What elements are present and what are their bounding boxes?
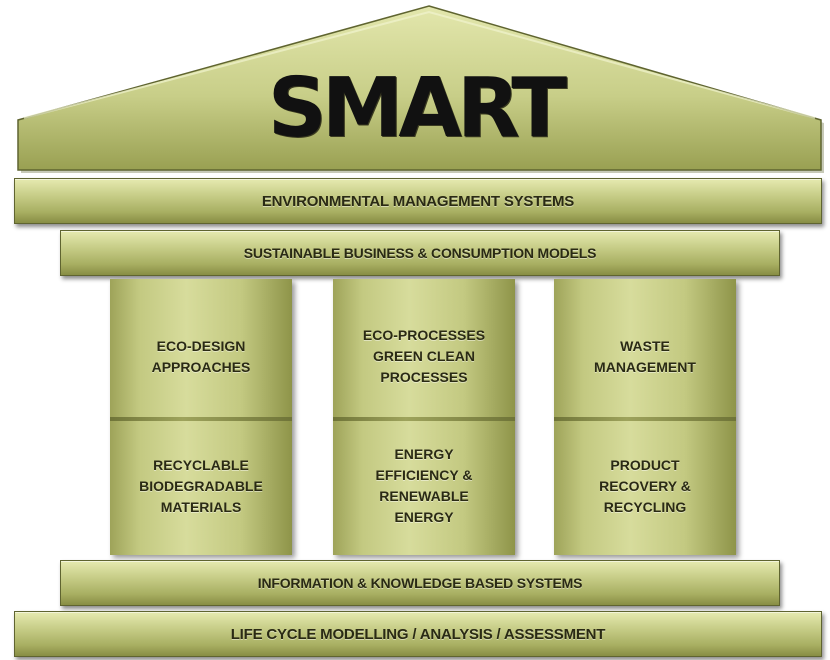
pillar-2-top-line-1: ECO-PROCESSES (362, 327, 486, 343)
pillar-3-bottom-line-1: PRODUCT (610, 456, 680, 473)
pillar-1: ECO-DESIGN APPROACHES RECYCLABLE BIODEGR… (110, 279, 292, 555)
pillar-1-top-line-2: APPROACHES (151, 358, 251, 375)
pillar-3-divider (554, 417, 736, 421)
pillar-2-bottom-line-2: EFFICIENCY & (375, 467, 473, 483)
pillar-1-divider (110, 417, 292, 421)
pillar-3-top-text: WASTE MANAGEMENT (554, 299, 736, 414)
sustainable-business-beam: SUSTAINABLE BUSINESS & CONSUMPTION MODEL… (60, 230, 780, 276)
environmental-management-beam: ENVIRONMENTAL MANAGEMENT SYSTEMS (14, 178, 822, 224)
pillar-2-bottom-text: ENERGY EFFICIENCY & RENEWABLE ENERGY (333, 427, 515, 545)
information-knowledge-base: INFORMATION & KNOWLEDGE BASED SYSTEMS (60, 560, 780, 606)
pillar-2: ECO-PROCESSES GREEN CLEAN PROCESSES ENER… (333, 279, 515, 555)
pillar-1-top-line-1: ECO-DESIGN (156, 337, 246, 354)
pillar-3-bottom-line-3: RECYCLING (603, 498, 687, 515)
pillar-1-bottom-line-3: MATERIALS (160, 498, 242, 515)
roof-pediment (17, 5, 824, 173)
pillar-3-top-line-2: MANAGEMENT (594, 358, 696, 375)
pillar-2-top-line-3: PROCESSES (380, 369, 468, 385)
pillar-2-top-line-2: GREEN CLEAN (373, 348, 475, 364)
pillar-1-bottom-line-2: BIODEGRADABLE (139, 477, 263, 494)
pillar-2-bottom-line-4: ENERGY (394, 509, 454, 525)
pillar-2-divider (333, 417, 515, 421)
pillar-2-top-text: ECO-PROCESSES GREEN CLEAN PROCESSES (333, 299, 515, 414)
smart-title: SMART (267, 60, 568, 156)
pillar-2-bottom-line-3: RENEWABLE (379, 488, 469, 504)
pillar-3-bottom-text: PRODUCT RECOVERY & RECYCLING (554, 427, 736, 545)
pillar-1-bottom-line-1: RECYCLABLE (153, 456, 249, 473)
pillar-1-top-text: ECO-DESIGN APPROACHES (110, 299, 292, 414)
pillar-3: WASTE MANAGEMENT PRODUCT RECOVERY & RECY… (554, 279, 736, 555)
pillar-3-top-line-1: WASTE (620, 337, 670, 354)
pillar-1-bottom-text: RECYCLABLE BIODEGRADABLE MATERIALS (110, 427, 292, 545)
life-cycle-base: LIFE CYCLE MODELLING / ANALYSIS / ASSESS… (14, 611, 822, 657)
pillar-3-bottom-line-2: RECOVERY & (599, 477, 691, 494)
pillar-2-bottom-line-1: ENERGY (394, 446, 454, 462)
